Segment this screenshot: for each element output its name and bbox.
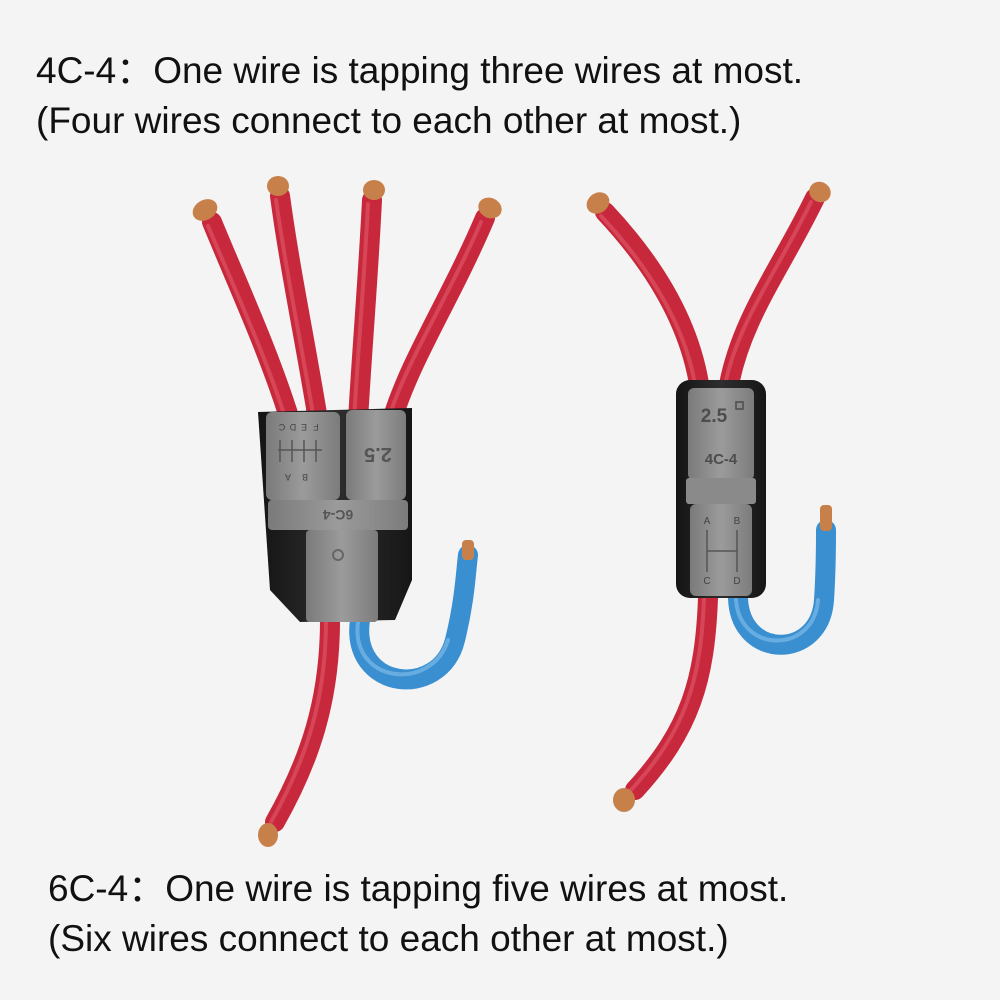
connector-6c4-size-label: 2.5: [364, 443, 392, 465]
port-letter: B: [302, 472, 308, 482]
connector-6c4-group: C D E F A B 2.5 6C-4: [192, 176, 502, 847]
red-wire: [382, 208, 495, 430]
connector-4c4-size-label: 2.5: [701, 406, 728, 427]
red-wire: [270, 186, 328, 430]
port-letter: D: [733, 576, 740, 587]
port-letter: F: [313, 422, 319, 432]
red-wire-4c4-bottom: [625, 588, 718, 800]
connector-6c4-port-block: [266, 412, 340, 500]
port-letter: A: [704, 516, 711, 527]
red-wire-6c4-bottom: [265, 610, 340, 832]
caption-4c4-line1: 4C-4：One wire is tapping three wires at …: [36, 50, 804, 91]
red-wire: [595, 202, 710, 400]
copper-tips-6c4: [192, 176, 502, 221]
connector-6c4-model-label: 6C-4: [323, 507, 354, 523]
red-wires-6c4-top: [202, 186, 495, 430]
port-letter: A: [285, 472, 291, 482]
caption-4c4-line2: (Four wires connect to each other at mos…: [36, 100, 742, 141]
red-wire: [202, 212, 300, 430]
red-wires-4c4-top: [595, 188, 825, 400]
caption-6c4: 6C-4：One wire is tapping five wires at m…: [48, 864, 1000, 964]
connector-4c4-group: 2.5 4C-4 A B C D: [586, 181, 836, 812]
port-letter: B: [734, 516, 741, 527]
caption-6c4-line1: 6C-4：One wire is tapping five wires at m…: [48, 868, 789, 909]
red-wire: [718, 188, 825, 400]
caption-6c4-line2: (Six wires connect to each other at most…: [48, 918, 729, 959]
port-letter: C: [278, 422, 285, 432]
port-letter: D: [289, 422, 296, 432]
red-wire: [348, 190, 382, 430]
caption-4c4: 4C-4：One wire is tapping three wires at …: [36, 46, 1000, 146]
connector-4c4-model-label: 4C-4: [705, 451, 738, 468]
port-letter: E: [301, 422, 307, 432]
port-letter: C: [703, 576, 710, 587]
